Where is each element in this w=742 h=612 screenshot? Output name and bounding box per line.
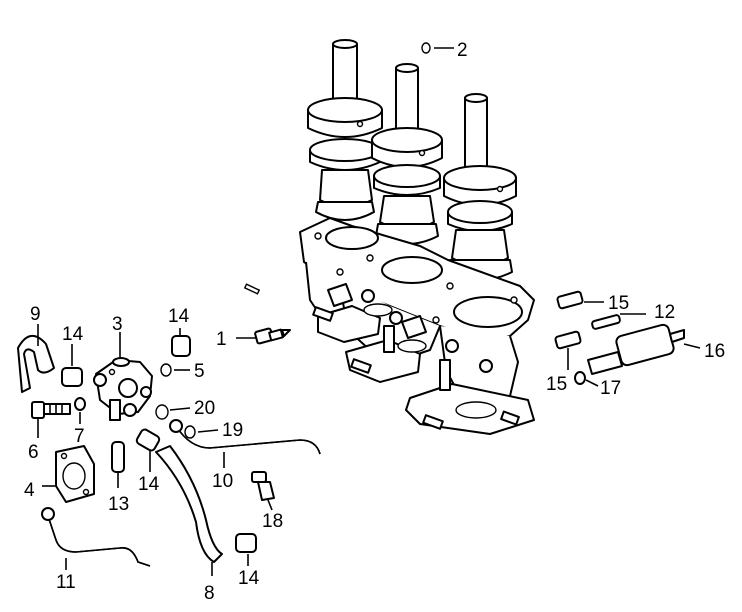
callout-6: 6 (28, 442, 39, 463)
callout-14-a: 14 (168, 306, 190, 327)
callout-4: 4 (24, 480, 35, 501)
fuel-line-11 (41, 507, 151, 567)
callout-19: 19 (222, 420, 243, 441)
callout-3: 3 (112, 314, 123, 335)
bolt-6 (31, 401, 71, 419)
washer-17 (574, 371, 586, 385)
callout-18: 18 (262, 511, 283, 532)
velocity-stack-middle (371, 63, 443, 245)
callout-2: 2 (457, 40, 468, 61)
o-ring-19 (184, 425, 196, 439)
callout-labels: 1 2 3 4 5 6 7 8 9 10 11 12 13 14 14 14 1… (24, 40, 725, 604)
callout-15-a: 15 (608, 293, 629, 314)
hose-8 (155, 445, 223, 563)
valve-16 (587, 323, 685, 375)
velocity-stack-left (307, 39, 383, 221)
callout-8: 8 (204, 583, 215, 604)
leader-lines (37, 47, 701, 576)
hose-piece-15a (556, 290, 584, 310)
callout-11: 11 (56, 572, 76, 593)
callout-14-b: 14 (62, 324, 84, 345)
callout-15-b: 15 (546, 374, 567, 395)
pin (243, 283, 261, 295)
callout-14-d: 14 (238, 568, 260, 589)
hose-piece-14c (135, 428, 161, 452)
fuel-line-10 (169, 419, 321, 455)
washer-7 (74, 397, 86, 411)
callout-9: 9 (30, 304, 41, 325)
o-ring-20 (155, 404, 169, 420)
velocity-stack-right (443, 93, 517, 281)
callout-10: 10 (212, 471, 233, 492)
callout-7: 7 (74, 426, 85, 447)
hose-piece-14a (171, 335, 191, 357)
hose-9 (17, 335, 55, 393)
o-ring-2 (421, 42, 431, 54)
callout-1: 1 (216, 329, 227, 350)
callout-14-c: 14 (138, 474, 160, 495)
sleeve-13 (111, 441, 125, 473)
o-ring-5 (160, 363, 172, 377)
fuel-pump-3 (93, 357, 153, 421)
screw-18 (251, 471, 275, 501)
callout-12: 12 (654, 302, 675, 323)
gasket-4 (55, 445, 95, 503)
pipe-12 (591, 314, 621, 330)
screw-1 (254, 327, 291, 345)
callout-13: 13 (108, 494, 129, 515)
hose-piece-14d (235, 533, 257, 553)
callout-17: 17 (600, 378, 621, 399)
hose-piece-15b (554, 330, 582, 350)
callout-5: 5 (194, 361, 205, 382)
carburetor-body (299, 217, 535, 435)
callout-16: 16 (704, 341, 725, 362)
hose-piece-14b (61, 367, 83, 387)
callout-20: 20 (194, 398, 215, 419)
